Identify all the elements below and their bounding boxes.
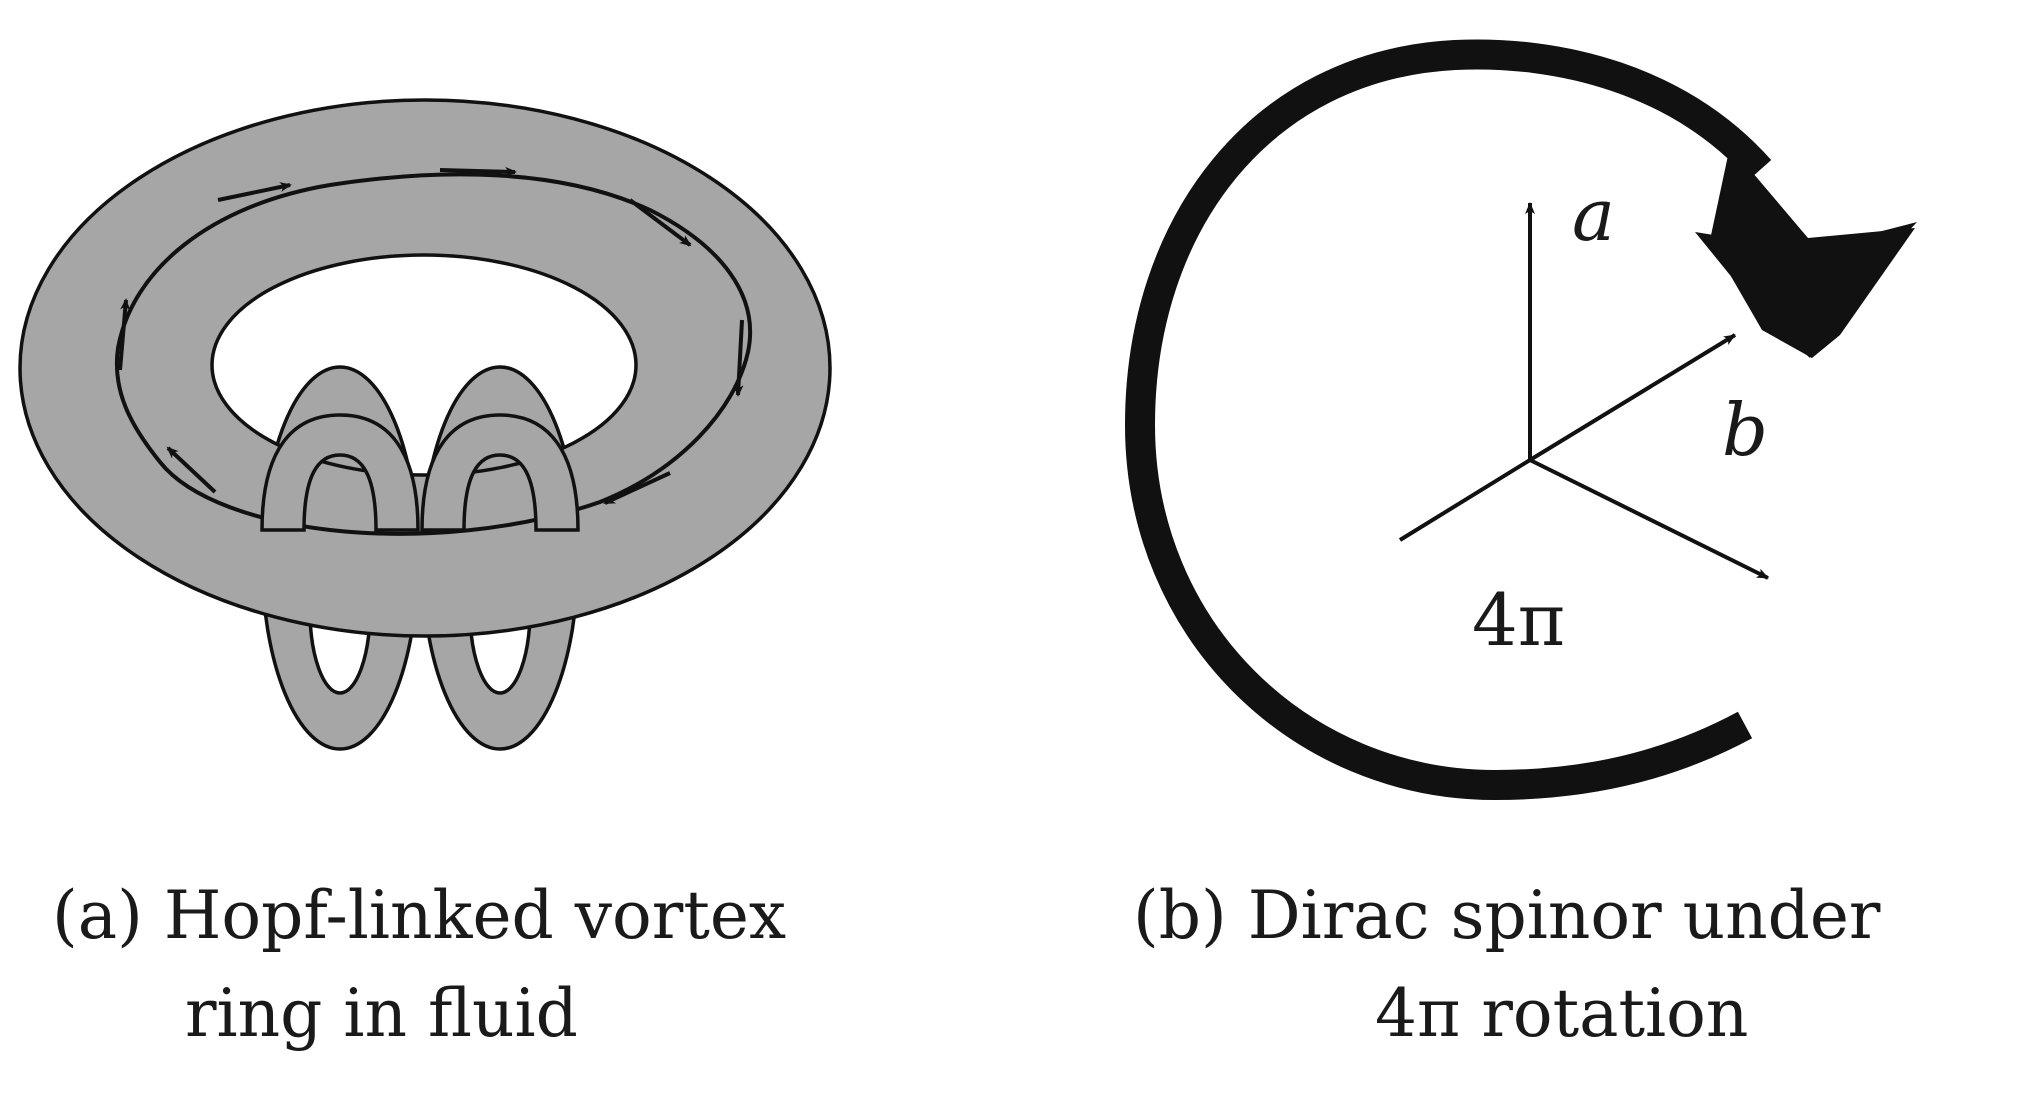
- panel-a-vortex-diagram: [18, 98, 832, 751]
- axis-b-label: b: [1722, 388, 1768, 472]
- flow-arrow-3: [628, 198, 692, 247]
- flow-arrow-7: [118, 298, 131, 371]
- axis-c: [1529, 458, 1769, 580]
- axis-d: [1398, 458, 1532, 542]
- caption-b-line2: 4π rotation: [1375, 975, 1749, 1052]
- flow-arrow-1: [217, 182, 292, 202]
- rotation-arrowhead-tip: [1695, 222, 1917, 358]
- rotation-arc: [1124, 39, 1772, 801]
- flow-arrow-2: [439, 166, 517, 177]
- axis-a-label: a: [1572, 173, 1615, 257]
- flow-arrow-4: [733, 319, 744, 397]
- caption-a-line2: ring in fluid: [185, 975, 578, 1052]
- panel-b-spinor-diagram: a b 4π: [1124, 39, 1917, 801]
- main-torus: [18, 98, 832, 638]
- caption-a-line1: (a) Hopf-linked vortex: [52, 877, 787, 954]
- rotation-angle-label: 4π: [1472, 578, 1565, 662]
- circulation-line: [114, 172, 753, 536]
- caption-b-line1: (b) Dirac spinor under: [1133, 877, 1881, 954]
- flow-arrow-5: [603, 471, 671, 505]
- small-ring-left-front: [260, 413, 420, 532]
- flow-arrow-6: [166, 446, 217, 494]
- small-ring-right-front: [420, 413, 580, 532]
- axis-b: [1528, 333, 1737, 462]
